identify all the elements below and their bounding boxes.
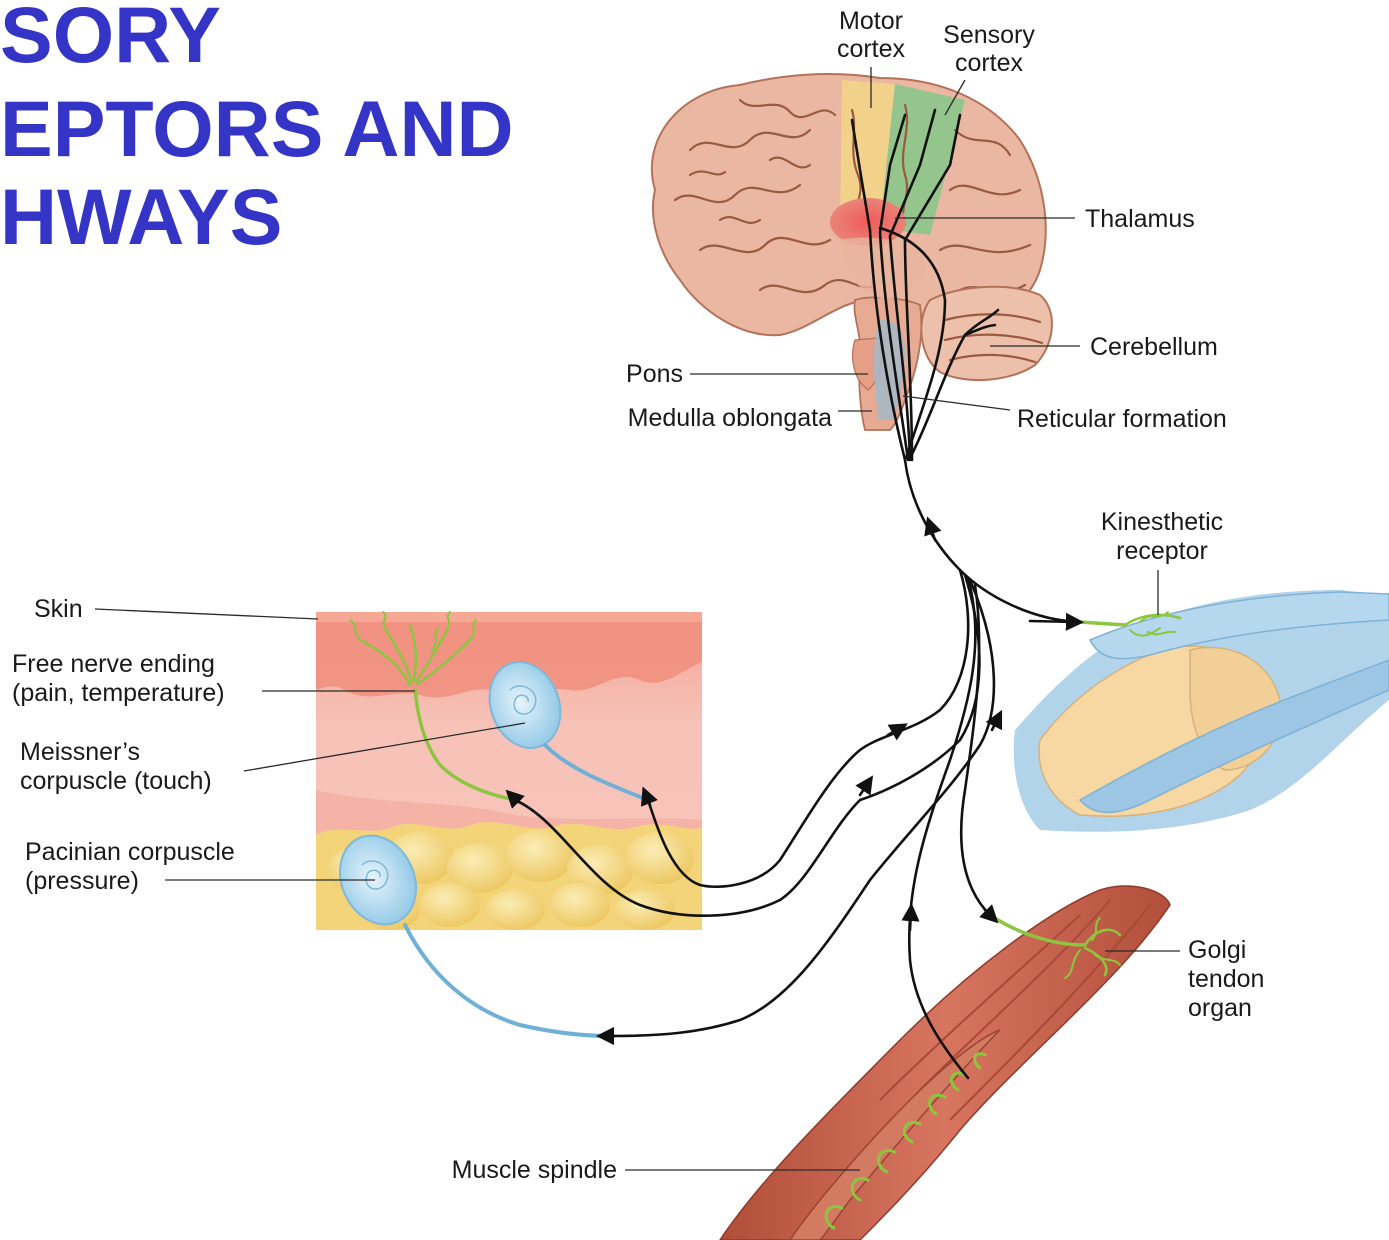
label-thalamus: Thalamus (1085, 205, 1195, 233)
label-muscle-spindle: Muscle spindle (452, 1156, 617, 1184)
label-meissners-corpuscle-line2: corpuscle (touch) (20, 767, 212, 795)
label-sensory-cortex-line1: Sensory (943, 21, 1035, 49)
joint (1014, 590, 1389, 832)
label-golgi-tendon-organ-line1: Golgi (1188, 936, 1246, 964)
label-golgi-tendon-organ-line2: tendon (1188, 965, 1264, 993)
skin-section (316, 612, 702, 1036)
label-kinesthetic-receptor-line1: Kinesthetic (1101, 508, 1223, 536)
label-meissners-corpuscle-line1: Meissner’s (20, 738, 140, 766)
label-kinesthetic-receptor-line2: receptor (1116, 537, 1208, 565)
label-free-nerve-ending-line1: Free nerve ending (12, 650, 215, 678)
label-golgi-tendon-organ-line3: organ (1188, 994, 1252, 1022)
label-medulla-oblongata: Medulla oblongata (628, 404, 832, 432)
cerebellum (921, 287, 1052, 380)
label-skin: Skin (34, 595, 83, 623)
muscle (720, 886, 1170, 1240)
label-reticular-formation: Reticular formation (1017, 405, 1227, 433)
label-motor-cortex-line2: cortex (837, 35, 906, 63)
label-pacinian-corpuscle-line2: (pressure) (25, 867, 139, 895)
label-sensory-cortex-line2: cortex (955, 49, 1024, 77)
label-pons: Pons (626, 360, 683, 388)
label-cerebellum: Cerebellum (1090, 333, 1218, 361)
label-free-nerve-ending-line2: (pain, temperature) (12, 679, 225, 707)
label-motor-cortex-line1: Motor (839, 7, 903, 35)
muscle-belly (720, 886, 1170, 1240)
label-pacinian-corpuscle-line1: Pacinian corpuscle (25, 838, 235, 866)
